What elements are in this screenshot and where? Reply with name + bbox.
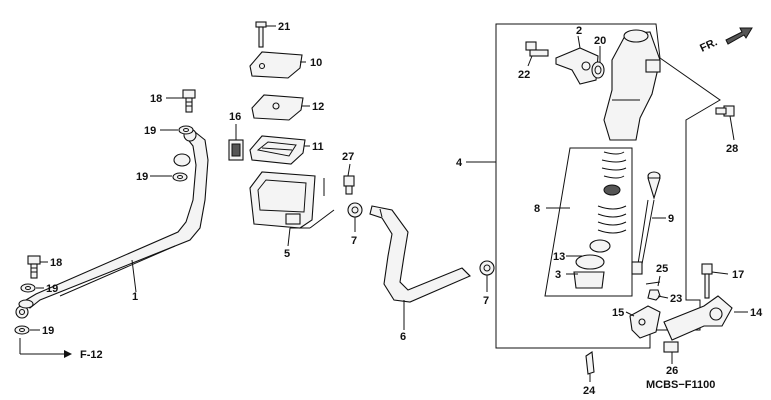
callout-26: 26 [666,365,678,377]
callout-17: 17 [732,269,744,281]
clip-26 [663,341,679,353]
callout-16: 16 [229,111,241,123]
callout-4: 4 [456,157,463,169]
diagram-code: MCBS−F1100 [646,379,715,391]
reservoir-hose-6 [369,205,471,303]
screw-21 [255,21,267,48]
group-box-4 [480,23,721,349]
bolt-22 [525,41,549,57]
front-direction-label: FR. [698,36,719,54]
screw-27 [343,175,355,195]
cotter-pin-24 [585,351,595,375]
callout-10: 10 [310,57,322,69]
leader-lines [30,25,748,382]
piston-kit-box-8 [544,147,633,297]
push-rod-9 [631,171,661,275]
cap-plate-12 [251,94,304,121]
diaphragm-11 [249,135,306,165]
callout-8: 8 [534,203,540,215]
callout-3: 3 [555,269,561,281]
callout-23: 23 [670,293,682,305]
callout-21: 21 [278,21,290,33]
callout-19-c: 19 [46,283,58,295]
clip-7-right [479,260,495,276]
washers-19 [14,125,194,335]
callout-9: 9 [668,213,674,225]
float-16 [228,139,244,161]
callout-7-right: 7 [483,295,489,307]
callout-11: 11 [312,141,324,153]
callout-2: 2 [576,25,582,37]
reservoir-cap-10 [249,51,303,79]
callout-13: 13 [553,251,565,263]
callout-22: 22 [518,69,530,81]
rod-end-14 [663,295,733,341]
bolt-17 [701,263,713,299]
callout-15: 15 [612,307,624,319]
joint-fitting-2 [555,47,599,85]
o-ring-20 [591,61,605,79]
front-direction-arrow [725,27,753,45]
clip-7-center [347,202,363,218]
callout-27: 27 [342,151,354,163]
callout-24: 24 [583,385,596,397]
callout-19-b: 19 [136,171,148,183]
ref-arrow-f12 [19,338,72,358]
callout-6: 6 [400,331,406,343]
callout-19-d: 19 [42,325,54,337]
callout-18-lower: 18 [50,257,62,269]
spring-kit [573,151,627,289]
bolt-18-upper [182,89,196,113]
callout-5: 5 [284,248,290,260]
callout-25: 25 [656,263,668,275]
callout-12: 12 [312,101,324,113]
callout-14: 14 [750,307,763,319]
callout-1: 1 [132,291,138,303]
master-cylinder-body [603,29,661,141]
bolt-28 [715,105,735,117]
callout-18-upper: 18 [150,93,162,105]
callout-20: 20 [594,35,606,47]
callout-28: 28 [726,143,738,155]
pin-25 [645,281,661,285]
ref-arrow-label: F-12 [80,349,103,361]
bolt-18-lower [27,255,41,279]
reservoir-5 [249,171,316,229]
callout-19-a: 19 [144,125,156,137]
bracket-15 [629,305,661,339]
callout-7-center: 7 [351,235,357,247]
nut-23 [647,289,661,301]
